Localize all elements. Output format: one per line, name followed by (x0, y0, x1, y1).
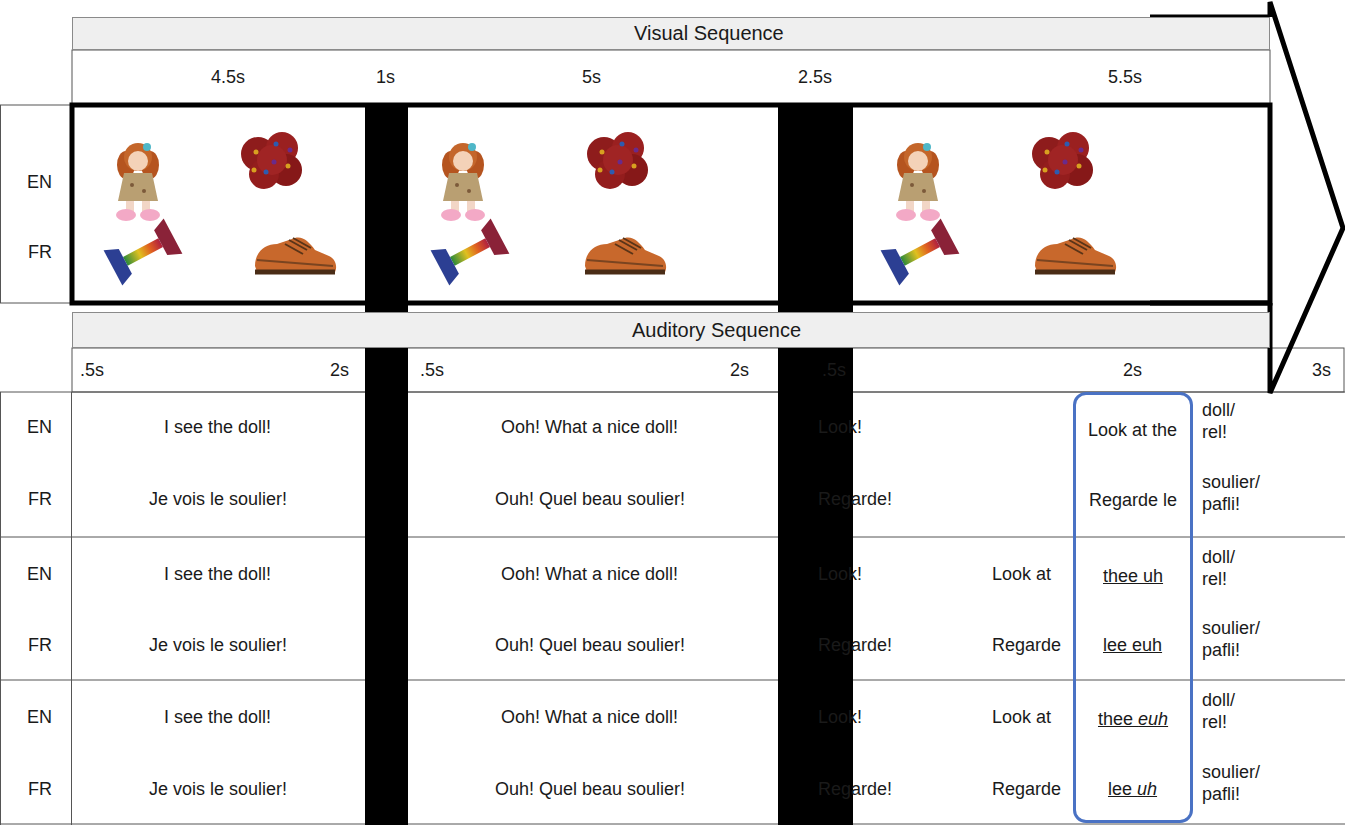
duration-label: 4.5s (211, 67, 245, 89)
duration-label: 2.5s (798, 67, 832, 89)
band-title: Auditory Sequence (632, 318, 801, 342)
duration-label: 1s (376, 67, 395, 89)
table-cell: soulier/ pafli! (1202, 618, 1274, 661)
table-cell: I see the doll! (164, 707, 271, 729)
duration-label: .5s (80, 360, 104, 382)
duration-label: .5s (420, 360, 444, 382)
duration-label: EN (27, 172, 52, 194)
cue-part: thee (1098, 709, 1138, 729)
cue-text: Look at the (1088, 420, 1177, 442)
table-cell: Ouh! Quel beau soulier! (495, 779, 685, 801)
duration-label: 5.5s (1108, 67, 1142, 89)
table-cell: I see the doll! (164, 417, 271, 439)
cue-text: thee euh (1098, 709, 1168, 731)
table-cell: Ouh! Quel beau soulier! (495, 489, 685, 511)
table-cell: doll/ rel! (1202, 400, 1250, 443)
table-cell: Ouh! Quel beau soulier! (495, 635, 685, 657)
table-cell: Regarde! (818, 489, 892, 511)
sequence-band: Visual Sequence (72, 17, 1270, 50)
table-cell: Look! (818, 564, 862, 586)
highlight-box: Look at theRegarde lethee uhlee euhthee … (1073, 392, 1193, 823)
duration-label: 2s (730, 360, 749, 382)
table-cell: FR (28, 779, 52, 801)
table-cell: Regarde (992, 779, 1061, 801)
table-cell: FR (28, 489, 52, 511)
table-cell: doll/ rel! (1202, 547, 1250, 590)
table-cell: FR (28, 635, 52, 657)
cue-part: uh (1137, 779, 1157, 799)
table-cell: Regarde! (818, 635, 892, 657)
cue-text: Regarde le (1089, 490, 1177, 512)
table-cell: EN (27, 707, 52, 729)
table-cell: soulier/ pafli! (1202, 762, 1274, 805)
table-cell: I see the doll! (164, 564, 271, 586)
table-cell: Je vois le soulier! (149, 779, 287, 801)
table-cell: Look at (992, 707, 1051, 729)
cue-part: euh (1138, 709, 1168, 729)
duration-label: 2s (330, 360, 349, 382)
table-cell: Look! (818, 707, 862, 729)
cue-text: lee euh (1103, 635, 1162, 657)
cue-text: lee uh (1108, 779, 1157, 801)
table-cell: EN (27, 564, 52, 586)
table-cell: Regarde (992, 635, 1061, 657)
table-cell: Ooh! What a nice doll! (501, 417, 678, 439)
duration-label: 5s (582, 67, 601, 89)
table-cell: soulier/ pafli! (1202, 472, 1274, 515)
duration-label: .5s (822, 360, 846, 382)
table-cell: Look! (818, 417, 862, 439)
duration-label: 3s (1312, 360, 1331, 382)
cue-text: thee uh (1103, 566, 1163, 588)
table-cell: Regarde! (818, 779, 892, 801)
duration-label: 2s (1123, 360, 1142, 382)
table-cell: EN (27, 417, 52, 439)
table-cell: Je vois le soulier! (149, 635, 287, 657)
cue-part: lee (1108, 779, 1137, 799)
table-cell: Je vois le soulier! (149, 489, 287, 511)
table-cell: Look at (992, 564, 1051, 586)
table-cell: Ooh! What a nice doll! (501, 564, 678, 586)
table-cell: Ooh! What a nice doll! (501, 707, 678, 729)
sequence-band: Auditory Sequence (72, 312, 1270, 348)
table-cell: doll/ rel! (1202, 690, 1250, 733)
band-title: Visual Sequence (634, 21, 784, 45)
duration-label: FR (28, 242, 52, 264)
